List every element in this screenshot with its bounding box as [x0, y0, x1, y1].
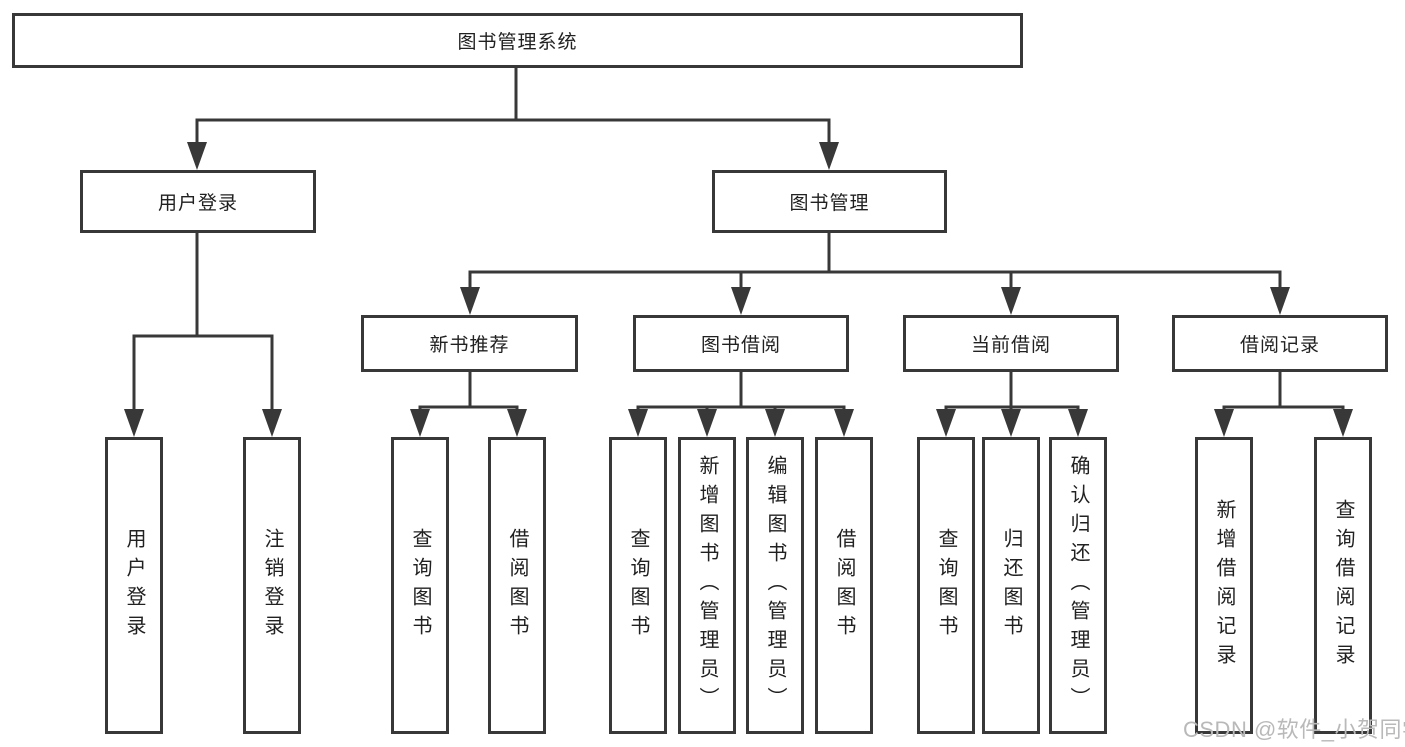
node-new-book-recommendation: 新书推荐	[361, 315, 578, 372]
node-label: 查询图书	[627, 527, 649, 644]
node-user-login: 用户登录	[80, 170, 316, 233]
leaf-borrow-books-recommend: 借阅图书	[488, 437, 546, 734]
node-label: 归还图书	[1000, 527, 1022, 644]
leaf-query-books-recommend: 查询图书	[391, 437, 449, 734]
node-book-management: 图书管理	[712, 170, 947, 233]
node-label: 用户登录	[123, 527, 145, 644]
node-library-management-system: 图书管理系统	[12, 13, 1023, 68]
node-label: 新增借阅记录	[1213, 498, 1235, 673]
node-label: 图书管理系统	[457, 32, 578, 53]
node-label: 借阅记录	[1239, 335, 1320, 356]
leaf-user-login: 用户登录	[105, 437, 163, 734]
node-label: 注销登录	[261, 527, 283, 644]
node-label: 图书借阅	[700, 335, 781, 356]
node-label: 编辑图书（管理员）	[764, 455, 786, 716]
leaf-return-books: 归还图书	[982, 437, 1040, 734]
leaf-query-books-borrowing: 查询图书	[609, 437, 667, 734]
node-label: 图书管理	[789, 193, 870, 214]
node-label: 查询图书	[409, 527, 431, 644]
leaf-query-borrow-record: 查询借阅记录	[1314, 437, 1372, 734]
node-label: 新书推荐	[429, 335, 510, 356]
node-borrowing-records: 借阅记录	[1172, 315, 1388, 372]
leaf-add-books-admin: 新增图书（管理员）	[678, 437, 736, 734]
node-label: 查询借阅记录	[1332, 498, 1354, 673]
csdn-watermark: CSDN @软件_小贺同学	[1183, 717, 1405, 742]
node-label: 新增图书（管理员）	[696, 455, 718, 716]
node-current-borrowing: 当前借阅	[903, 315, 1119, 372]
leaf-confirm-return-admin: 确认归还（管理员）	[1049, 437, 1107, 734]
node-label: 借阅图书	[833, 527, 855, 644]
leaf-query-books-current: 查询图书	[917, 437, 975, 734]
node-label: 借阅图书	[506, 527, 528, 644]
node-label: 当前借阅	[970, 335, 1051, 356]
node-label: 查询图书	[935, 527, 957, 644]
leaf-edit-books-admin: 编辑图书（管理员）	[746, 437, 804, 734]
node-book-borrowing: 图书借阅	[633, 315, 849, 372]
node-label: 用户登录	[157, 193, 238, 214]
leaf-borrow-books-borrowing: 借阅图书	[815, 437, 873, 734]
leaf-logout: 注销登录	[243, 437, 301, 734]
leaf-add-borrow-record: 新增借阅记录	[1195, 437, 1253, 734]
node-label: 确认归还（管理员）	[1067, 455, 1089, 716]
